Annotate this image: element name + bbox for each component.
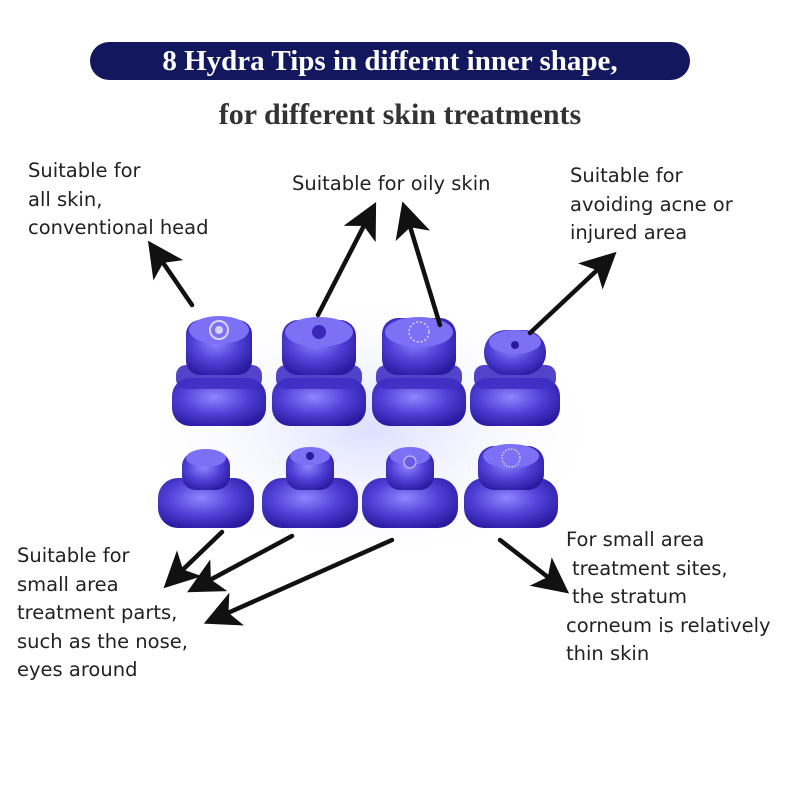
tip-stratum (464, 444, 558, 528)
annotation-line: corneum is relatively (566, 613, 771, 637)
tip-small-area-3 (362, 447, 458, 528)
annotation-line: thin skin (566, 642, 650, 665)
tip-small-area-1 (158, 449, 254, 528)
annotation-line: injured area (570, 221, 688, 244)
annotation-line: the stratum (572, 585, 687, 608)
annotation-line: Suitable for oily skin (292, 172, 491, 195)
title-text: 8 Hydra Tips in differnt inner shape, (162, 44, 618, 77)
arrow-oily-1 (315, 201, 377, 318)
tip-oily-1 (272, 317, 366, 426)
annotation-line: Suitable for (570, 164, 683, 187)
arrow-nose-3 (203, 537, 395, 626)
annotation-line: treatment parts, (17, 601, 178, 624)
arrow-nose-1 (163, 529, 225, 589)
annotation-line: all skin, (28, 187, 103, 211)
annotation-oily-skin: Suitable for oily skin (292, 170, 491, 199)
tip-oily-2 (372, 317, 466, 426)
annotation-line: avoiding acne or (570, 192, 733, 216)
annotation-line: such as the nose, (17, 629, 188, 653)
annotation-line: treatment sites, (572, 556, 728, 580)
annotation-line: Suitable for (28, 159, 141, 182)
arrow-oily-2 (395, 201, 443, 328)
annotation-line: small area (17, 572, 119, 596)
title-banner: 8 Hydra Tips in differnt inner shape, (90, 42, 690, 80)
annotation-all-skin: Suitable for all skin, conventional head (28, 157, 209, 243)
annotation-line: Suitable for (17, 544, 130, 567)
arrow-all-skin (147, 240, 195, 308)
arrow-nose-2 (187, 533, 295, 593)
tip-acne (470, 330, 560, 426)
subtitle-text: for different skin treatments (218, 98, 582, 131)
tip-small-area-2 (262, 447, 358, 528)
annotation-line: conventional head (28, 216, 209, 239)
annotation-small-area-nose: Suitable for small area treatment parts,… (17, 542, 188, 685)
annotation-line: eyes around (17, 658, 138, 681)
tip-conventional (172, 316, 266, 426)
annotation-line: For small area (566, 528, 705, 551)
annotation-stratum: For small area treatment sites, the stra… (566, 526, 771, 669)
annotation-acne: Suitable for avoiding acne or injured ar… (570, 162, 733, 248)
arrow-acne (527, 251, 617, 336)
arrow-stratum (497, 537, 570, 594)
